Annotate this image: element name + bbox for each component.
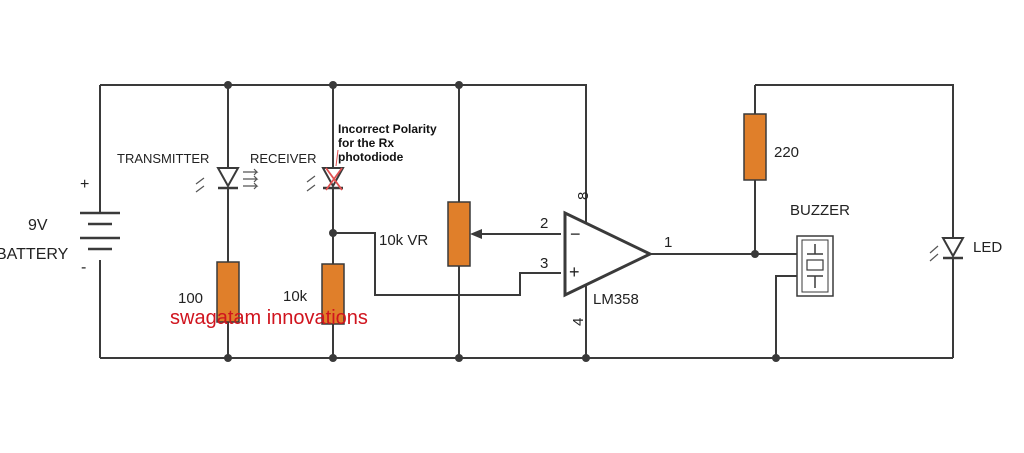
resistor-10k <box>321 263 345 325</box>
junction-dot <box>329 229 337 237</box>
resistor-10k-label: 10k <box>283 288 308 305</box>
resistor-220 <box>743 113 767 181</box>
junction-dot <box>455 354 463 362</box>
transmitter-emission-arrows-icon <box>243 168 259 190</box>
receiver-incoming-arrows-icon <box>306 175 316 192</box>
buzzer-label: BUZZER <box>790 202 850 219</box>
polarity-note-line3: photodiode <box>338 150 404 164</box>
opamp-minus-sign: − <box>570 224 581 244</box>
incorrect-polarity-x-icon <box>325 167 343 191</box>
led <box>941 237 965 358</box>
resistor-100 <box>216 261 240 323</box>
buzzer-icon <box>796 235 834 297</box>
vr-wiper-arrow-icon <box>470 229 482 239</box>
led-label: LED <box>973 239 1002 256</box>
battery-minus-label: - <box>81 259 86 276</box>
pin-1-label: 1 <box>664 234 672 251</box>
junction-dots <box>224 81 780 362</box>
junction-dot <box>455 81 463 89</box>
junction-dot <box>224 354 232 362</box>
watermark: swagatam innovations <box>170 307 368 329</box>
top-rail-left <box>100 84 587 195</box>
battery-plus-label: + <box>80 176 89 193</box>
junction-dot <box>329 354 337 362</box>
wire-to-pin3 <box>333 232 561 296</box>
ic-name-label: LM358 <box>593 291 639 308</box>
transmitter-incoming-arrows-icon <box>195 177 205 193</box>
opamp-lm358 <box>563 210 654 298</box>
junction-dot <box>224 81 232 89</box>
receiver-label: RECEIVER <box>250 151 316 166</box>
junction-dot <box>582 354 590 362</box>
resistor-220-label: 220 <box>774 144 799 161</box>
junction-dot <box>772 354 780 362</box>
transmitter-branch <box>216 85 240 358</box>
junction-dot <box>329 81 337 89</box>
opamp-plus-sign: + <box>569 262 580 282</box>
battery-name-label: BATTERY <box>0 246 69 263</box>
transmitter-label: TRANSMITTER <box>117 151 209 166</box>
top-rail-right <box>755 84 954 238</box>
resistor-100-label: 100 <box>178 290 203 307</box>
variable-resistor-label: 10k VR <box>379 232 428 249</box>
note-pointer <box>335 149 339 167</box>
battery <box>80 85 120 358</box>
polarity-note-line1: Incorrect Polarity <box>338 122 437 136</box>
led-light-arrows-icon <box>929 245 939 262</box>
battery-voltage-label: 9V <box>28 217 48 234</box>
pin-3-label: 3 <box>540 255 548 272</box>
variable-resistor-10k <box>447 201 471 267</box>
pin-4-label: 4 <box>570 318 587 326</box>
junction-dot <box>751 250 759 258</box>
pin-8-label: 8 <box>575 192 592 200</box>
buzzer-ground-wire <box>775 275 797 358</box>
polarity-note-line2: for the Rx <box>338 136 394 150</box>
pin-2-label: 2 <box>540 215 548 232</box>
